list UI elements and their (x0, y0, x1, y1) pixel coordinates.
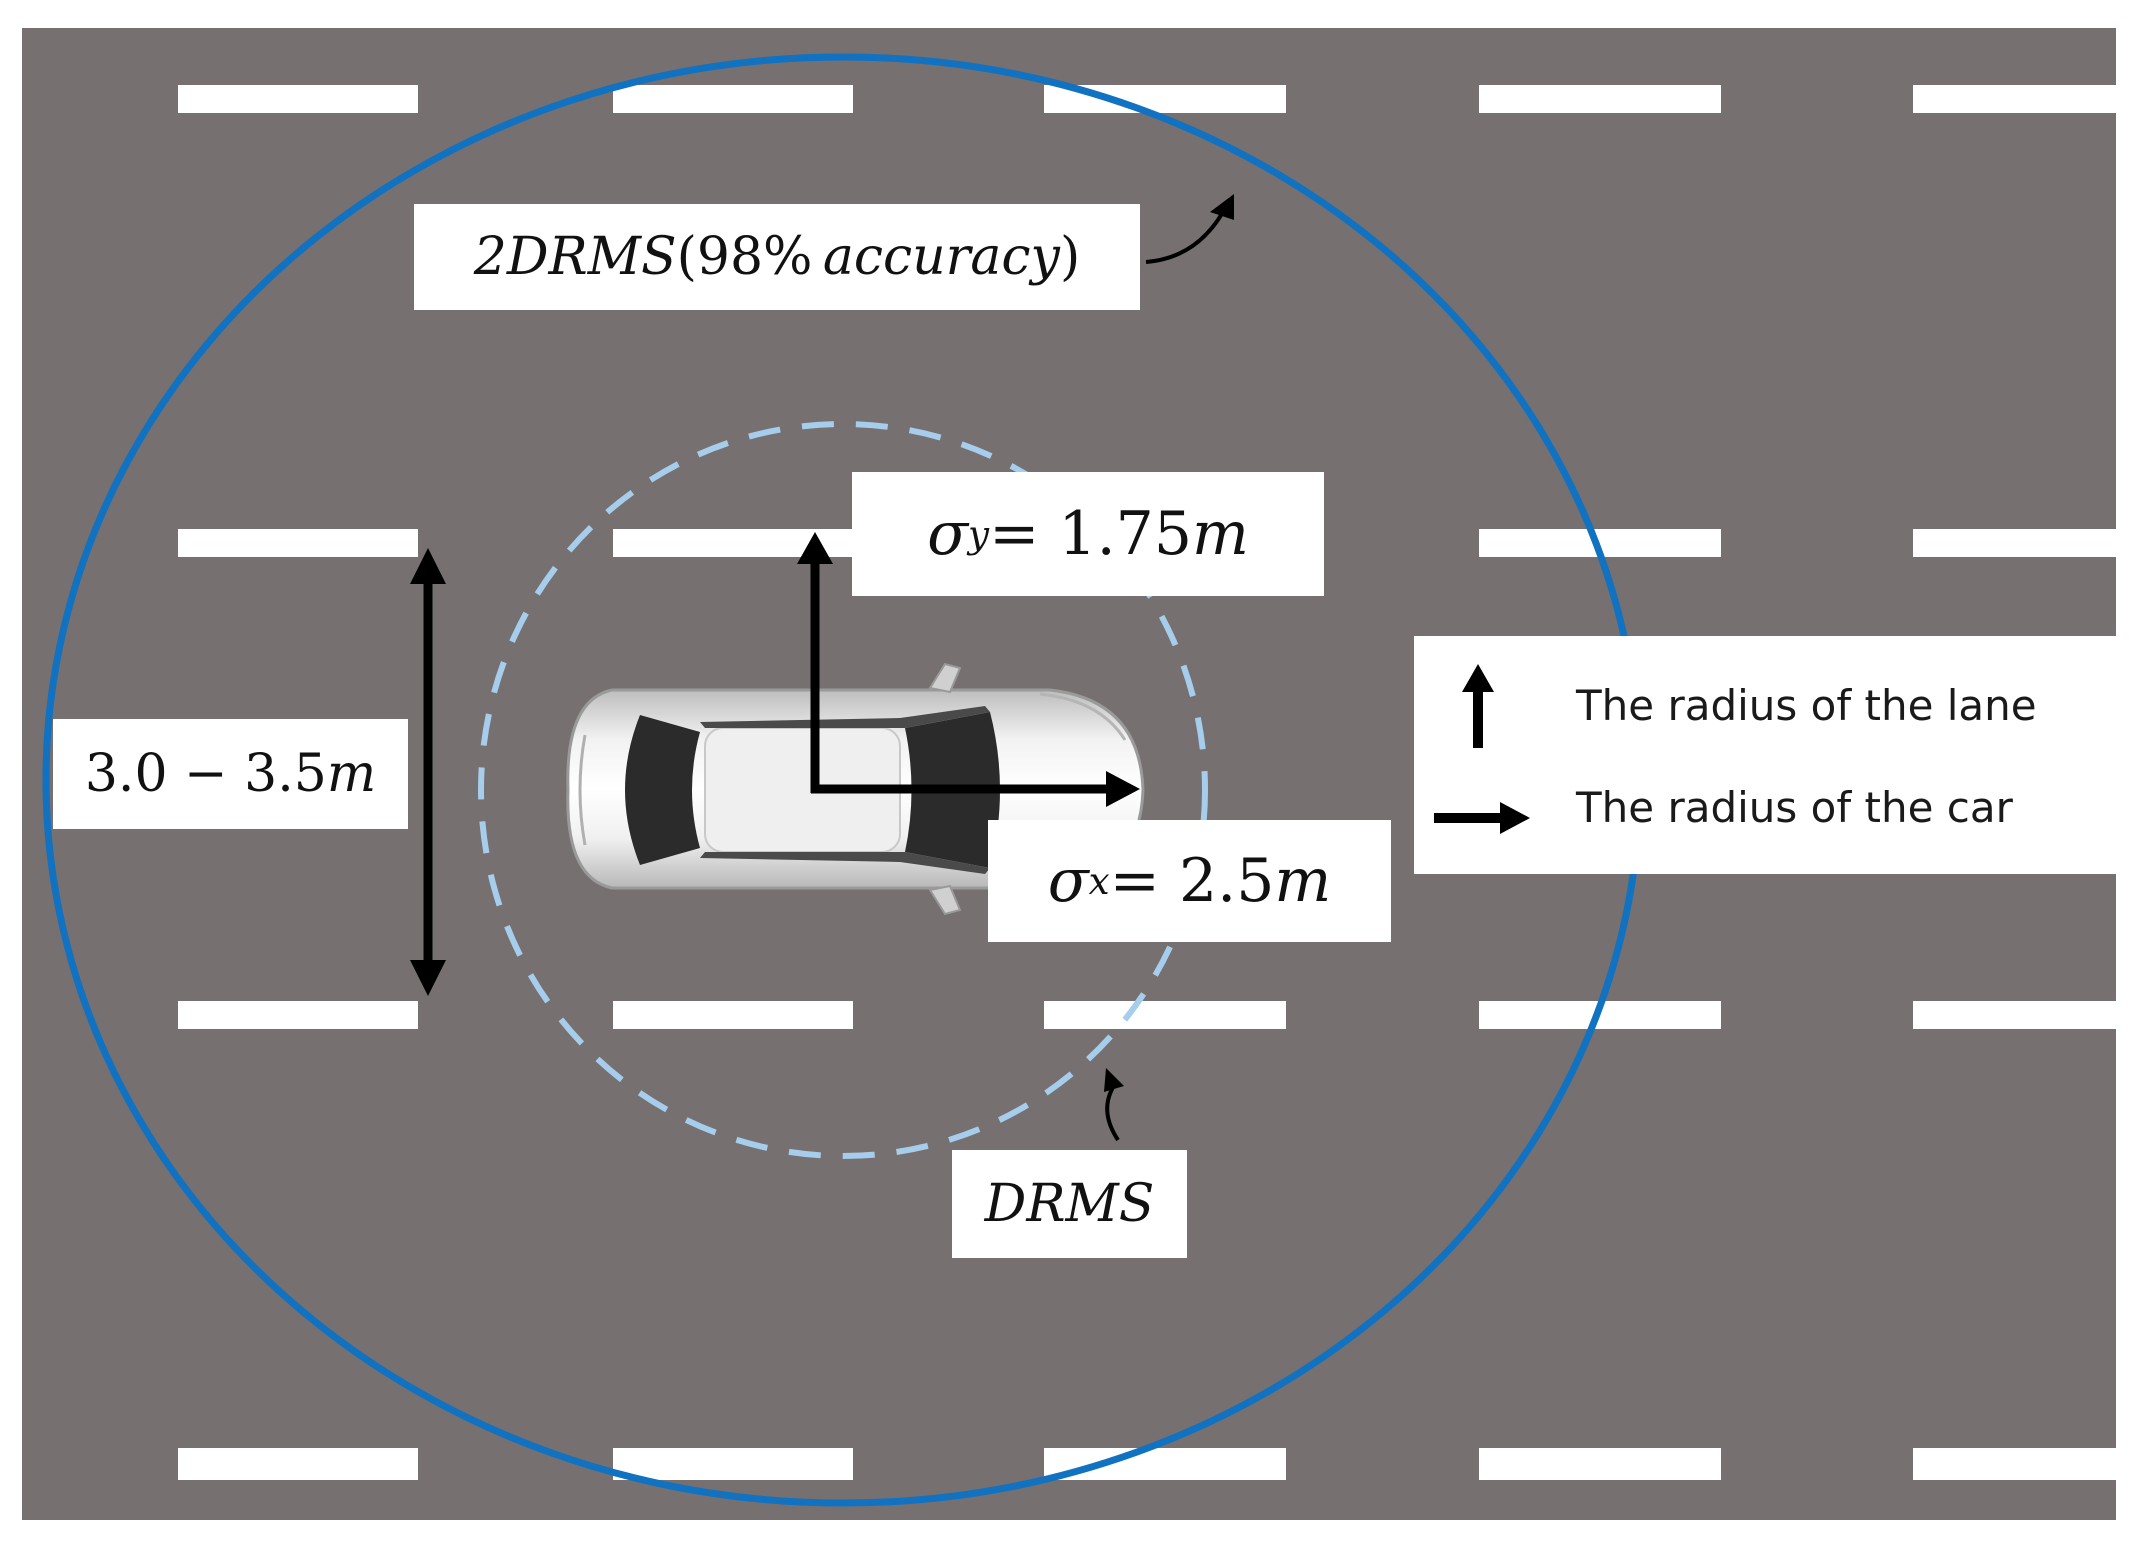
circle-drms (478, 421, 1208, 1159)
arrow-up-icon (1462, 664, 1494, 748)
label-drms-text: DRMS (984, 1174, 1155, 1234)
lane-dash (1479, 1448, 1721, 1480)
sigma-x-unit: m (1274, 846, 1332, 916)
legend: The radius of the lane The radius of the… (1414, 636, 2116, 874)
label-2drms-prefix: 2DRMS (473, 227, 677, 287)
lane-dash (613, 1448, 853, 1480)
lane-dash (1913, 529, 2116, 557)
lane-dash (1913, 85, 2116, 113)
lane-dash (1479, 85, 1721, 113)
lane-dash (178, 529, 418, 557)
lane-width-value: 3.0 − 3.5 (84, 744, 327, 804)
lane-width-unit: m (326, 744, 377, 804)
sigma-x-value: = 2.5 (1109, 846, 1275, 916)
arrow-right-icon (1106, 771, 1140, 807)
legend-car-text: The radius of the car (1576, 783, 2013, 832)
lane-dash (1044, 1001, 1286, 1029)
lane-dash (178, 85, 418, 113)
lane-dash (1913, 1448, 2116, 1480)
sigma-y-symbol: σ (927, 499, 969, 569)
lane-dash (1044, 1448, 1286, 1480)
legend-lane-text: The radius of the lane (1576, 681, 2037, 730)
sigma-x-symbol: σ (1047, 846, 1089, 916)
lane-dash (178, 1001, 418, 1029)
lane-width-arrow (410, 548, 446, 996)
label-drms: DRMS (952, 1150, 1187, 1258)
sigma-y-value: = 1.75 (989, 499, 1193, 569)
legend-item-car: The radius of the car (1414, 758, 2116, 858)
lane-dash (613, 85, 853, 113)
lane-dash (178, 1448, 418, 1480)
label-2drms-close: ) (1059, 227, 1081, 287)
lane-dash (1913, 1001, 2116, 1029)
sigma-axes (810, 556, 1110, 794)
label-2drms-percent: 98% (696, 227, 813, 287)
leader-drms (1104, 1068, 1124, 1142)
label-2drms: 2DRMS(98% accuracy) (414, 204, 1140, 310)
sigma-y-subscript: y (968, 512, 990, 556)
lane-dash (613, 1001, 853, 1029)
sigma-x-subscript: x (1088, 859, 1110, 903)
leader-2drms (1145, 194, 1234, 264)
label-2drms-word: accuracy (822, 227, 1060, 287)
legend-item-lane: The radius of the lane (1414, 656, 2116, 756)
arrow-right-icon (1434, 802, 1530, 834)
label-2drms-open: ( (676, 227, 697, 287)
arrow-up-icon (797, 532, 833, 564)
sigma-y-unit: m (1192, 499, 1249, 569)
